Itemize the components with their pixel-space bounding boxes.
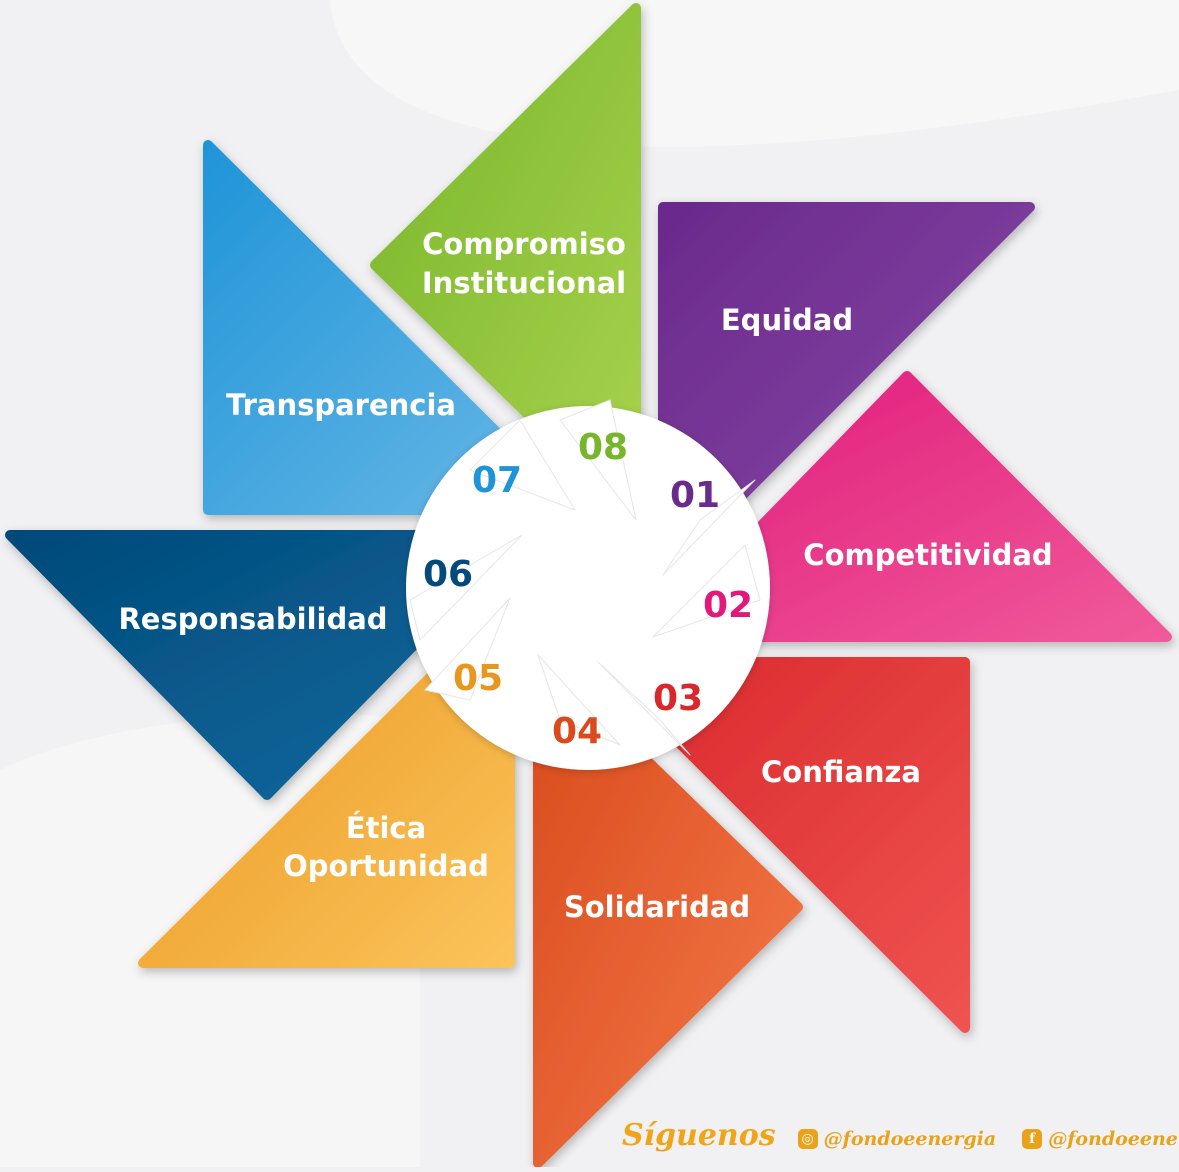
instagram-icon: ◎ — [797, 1129, 818, 1149]
blade-02 — [648, 371, 1172, 642]
facebook-handle[interactable]: @fondoeenergia — [1048, 1128, 1179, 1150]
blade-tip-05 — [424, 597, 511, 701]
instagram-handle[interactable]: @fondoeenergia — [823, 1128, 997, 1150]
blade-tip-08 — [559, 399, 637, 521]
value-number-08: 08 — [578, 427, 628, 468]
value-number-07: 07 — [472, 460, 522, 501]
value-label-08-line-1: Compromiso — [422, 227, 626, 261]
blade-tip-07 — [469, 419, 576, 511]
value-label-06-line-1: Responsabilidad — [118, 602, 387, 636]
blade-tip-04 — [537, 654, 621, 746]
value-label-05-line-2: Oportunidad — [283, 849, 489, 883]
blade-01 — [658, 202, 1035, 580]
blade-08 — [370, 3, 641, 525]
value-label-07-line-1: Transparencia — [226, 388, 456, 422]
blade-04 — [533, 650, 803, 1168]
blade-05 — [138, 593, 515, 968]
center-circle — [406, 406, 770, 770]
value-number-03: 03 — [653, 678, 703, 719]
blade-07 — [203, 140, 580, 515]
background-swoosh — [330, 0, 1179, 147]
value-number-04: 04 — [552, 711, 602, 752]
value-number-06: 06 — [423, 554, 473, 595]
value-label-05-line-1: Ética — [346, 811, 426, 845]
value-label-03-line-1: Confianza — [761, 755, 921, 789]
blade-tip-06 — [409, 534, 523, 641]
blade-tip-03 — [597, 661, 691, 756]
blade-06 — [5, 530, 527, 800]
follow-us-text: Síguenos — [622, 1118, 776, 1153]
facebook-icon: f — [1022, 1129, 1043, 1149]
value-label-01-line-1: Equidad — [721, 303, 853, 337]
blade-tip-02 — [652, 544, 761, 638]
value-label-08-line-2: Institucional — [422, 266, 626, 300]
blade-03 — [593, 657, 970, 1033]
value-label-02-line-1: Competitividad — [803, 538, 1052, 572]
value-label-04-line-1: Solidaridad — [564, 890, 750, 924]
value-number-01: 01 — [670, 475, 720, 516]
value-number-05: 05 — [453, 658, 503, 699]
value-number-02: 02 — [703, 585, 753, 626]
blade-tip-01 — [662, 479, 756, 576]
